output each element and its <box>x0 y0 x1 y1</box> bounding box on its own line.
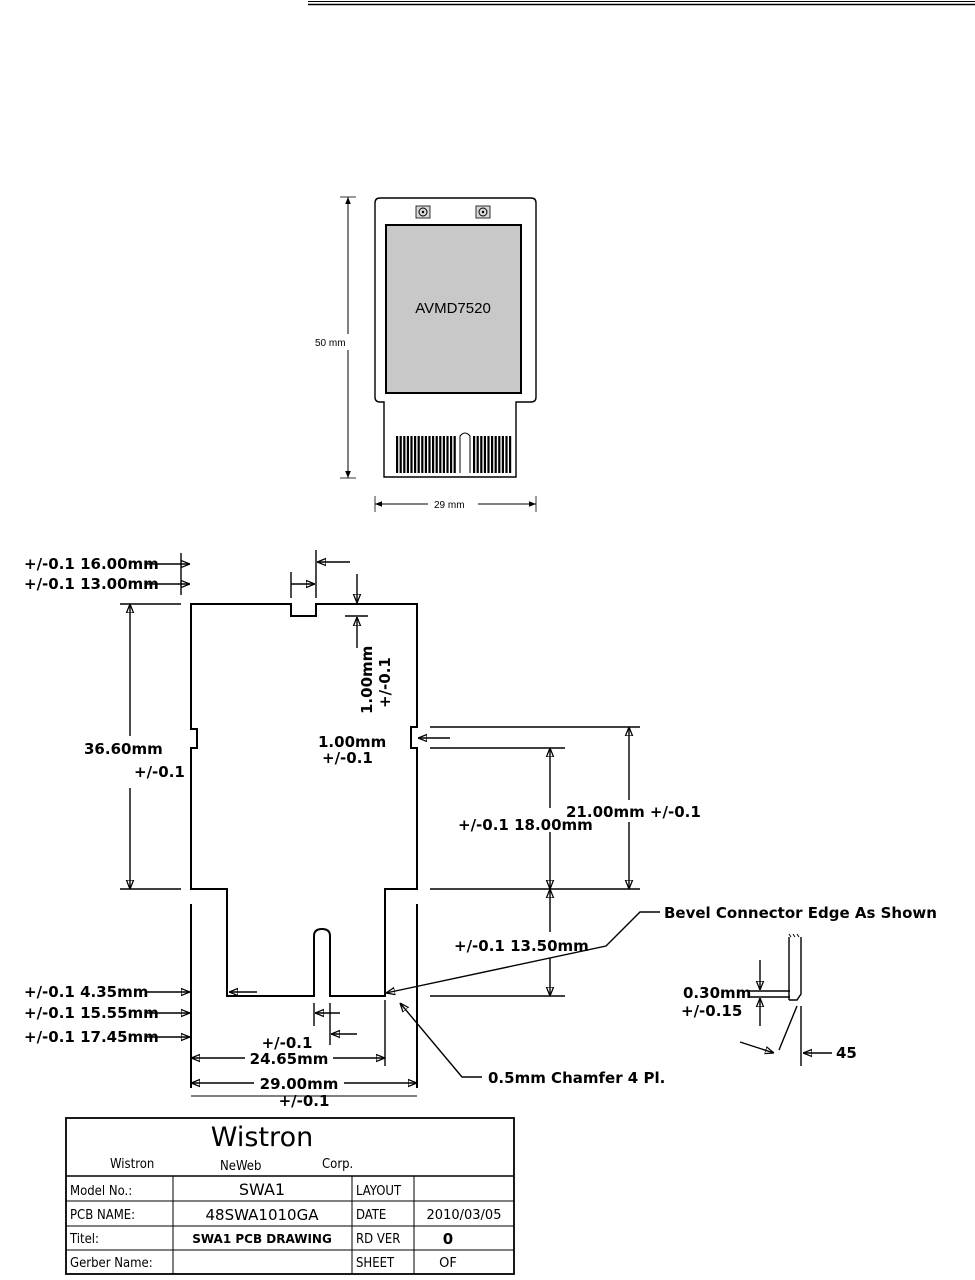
bevel-dim-0-30mm: 0.30mm <box>683 984 751 1002</box>
connector-pin <box>491 436 494 473</box>
connector-pin <box>406 436 409 473</box>
dim-36-60mm: 36.60mm <box>84 740 163 758</box>
row-value: 48SWA1010GA <box>206 1206 320 1224</box>
dim-side-notch-1mm: 1.00mm <box>318 733 386 751</box>
connector-pin <box>442 436 445 473</box>
connector-pin <box>414 436 417 473</box>
callout-leaders <box>386 911 660 1078</box>
row-value2: 2010/03/05 <box>427 1208 502 1223</box>
module-height-label: 50 mm <box>315 338 346 349</box>
dim-24-65mm: 24.65mm <box>250 1050 329 1068</box>
dim-4-35mm: +/-0.1 4.35mm <box>24 983 148 1001</box>
module-width-dimension: 29 mm <box>374 496 537 512</box>
connector-key-slot <box>459 432 471 473</box>
dim-29mm: 29.00mm <box>260 1075 339 1093</box>
dim-17-45mm: +/-0.1 17.45mm <box>24 1028 159 1046</box>
chip-shield <box>385 224 522 394</box>
bevel-dim-tolerance: +/-0.15 <box>681 1002 742 1020</box>
connector-pin <box>421 436 424 473</box>
bevel-detail <box>739 933 832 1066</box>
dim-24-65mm-tolerance: +/-0.1 <box>262 1034 313 1052</box>
dim-29mm-tolerance: +/-0.1 <box>279 1092 330 1110</box>
antenna-connector-icon <box>415 205 431 219</box>
connector-pin <box>487 436 490 473</box>
dim-15-55mm: +/-0.1 15.55mm <box>24 1004 159 1022</box>
module-width-label: 29 mm <box>434 500 465 511</box>
connector-pin <box>476 436 479 473</box>
row-value2: 0 <box>443 1230 453 1248</box>
row-label: Model No.: <box>70 1184 132 1199</box>
connector-pin <box>501 436 504 473</box>
bevel-angle-45: 45 <box>836 1044 857 1062</box>
row-label: PCB NAME: <box>70 1208 135 1223</box>
connector-pin <box>480 436 483 473</box>
row-label2: DATE <box>356 1208 386 1223</box>
antenna-connector-icon <box>475 205 491 219</box>
brand-title: Wistron <box>211 1122 313 1153</box>
top-notch-dimensions <box>290 550 368 648</box>
dim-13mm: +/-0.1 13.00mm <box>24 575 159 593</box>
bevel-callout: Bevel Connector Edge As Shown <box>664 904 937 922</box>
connector-pin <box>403 436 406 473</box>
company-mid: NeWeb <box>220 1159 261 1174</box>
row-value: SWA1 PCB DRAWING <box>192 1232 332 1246</box>
connector-pin <box>483 436 486 473</box>
connector-pin <box>453 436 456 473</box>
connector-pin <box>439 436 442 473</box>
connector-pin <box>432 436 435 473</box>
row-value: SWA1 <box>239 1180 285 1199</box>
connector-pin <box>450 436 453 473</box>
connector-pin <box>396 436 399 473</box>
company-right: Corp. <box>322 1157 353 1172</box>
connector-pin <box>494 436 497 473</box>
edge-connector-pins <box>396 436 512 473</box>
dim-16mm: +/-0.1 16.00mm <box>24 555 159 573</box>
dim-notch-1mm-tolerance: +/-0.1 <box>376 657 394 708</box>
connector-pin <box>505 436 508 473</box>
left-dimensions <box>120 553 190 1037</box>
header-rule <box>308 1 975 6</box>
dim-36-60mm-tolerance: +/-0.1 <box>134 763 185 781</box>
chamfer-callout: 0.5mm Chamfer 4 Pl. <box>488 1069 665 1087</box>
connector-pin <box>399 436 402 473</box>
dim-notch-1mm: 1.00mm <box>358 646 376 714</box>
chip-label: AVMD7520 <box>415 300 491 317</box>
bottom-dimensions <box>191 992 417 1083</box>
dim-13-50mm: +/-0.1 13.50mm <box>454 937 589 955</box>
dim-21mm: 21.00mm +/-0.1 <box>566 803 701 821</box>
dim-18mm: +/-0.1 18.00mm <box>458 816 593 834</box>
connector-pin <box>428 436 431 473</box>
module-height-dimension: 50 mm <box>315 196 356 479</box>
connector-pin <box>435 436 438 473</box>
company-left: Wistron <box>110 1157 154 1172</box>
title-block <box>65 1117 515 1275</box>
module-illustration: AVMD7520 <box>374 197 537 478</box>
row-label: Titel: <box>69 1232 99 1247</box>
row-label2: RD VER <box>356 1232 400 1247</box>
row-value2: OF <box>439 1256 457 1271</box>
connector-pin <box>446 436 449 473</box>
row-label2: LAYOUT <box>356 1184 402 1199</box>
dim-side-notch-tolerance: +/-0.1 <box>322 749 373 767</box>
connector-pin <box>410 436 413 473</box>
connector-pin <box>473 436 476 473</box>
connector-pin <box>424 436 427 473</box>
connector-pin <box>509 436 512 473</box>
row-label2: SHEET <box>356 1256 395 1271</box>
row-label: Gerber Name: <box>70 1256 153 1271</box>
connector-pin <box>498 436 501 473</box>
connector-pin <box>417 436 420 473</box>
right-dimensions <box>418 726 640 997</box>
